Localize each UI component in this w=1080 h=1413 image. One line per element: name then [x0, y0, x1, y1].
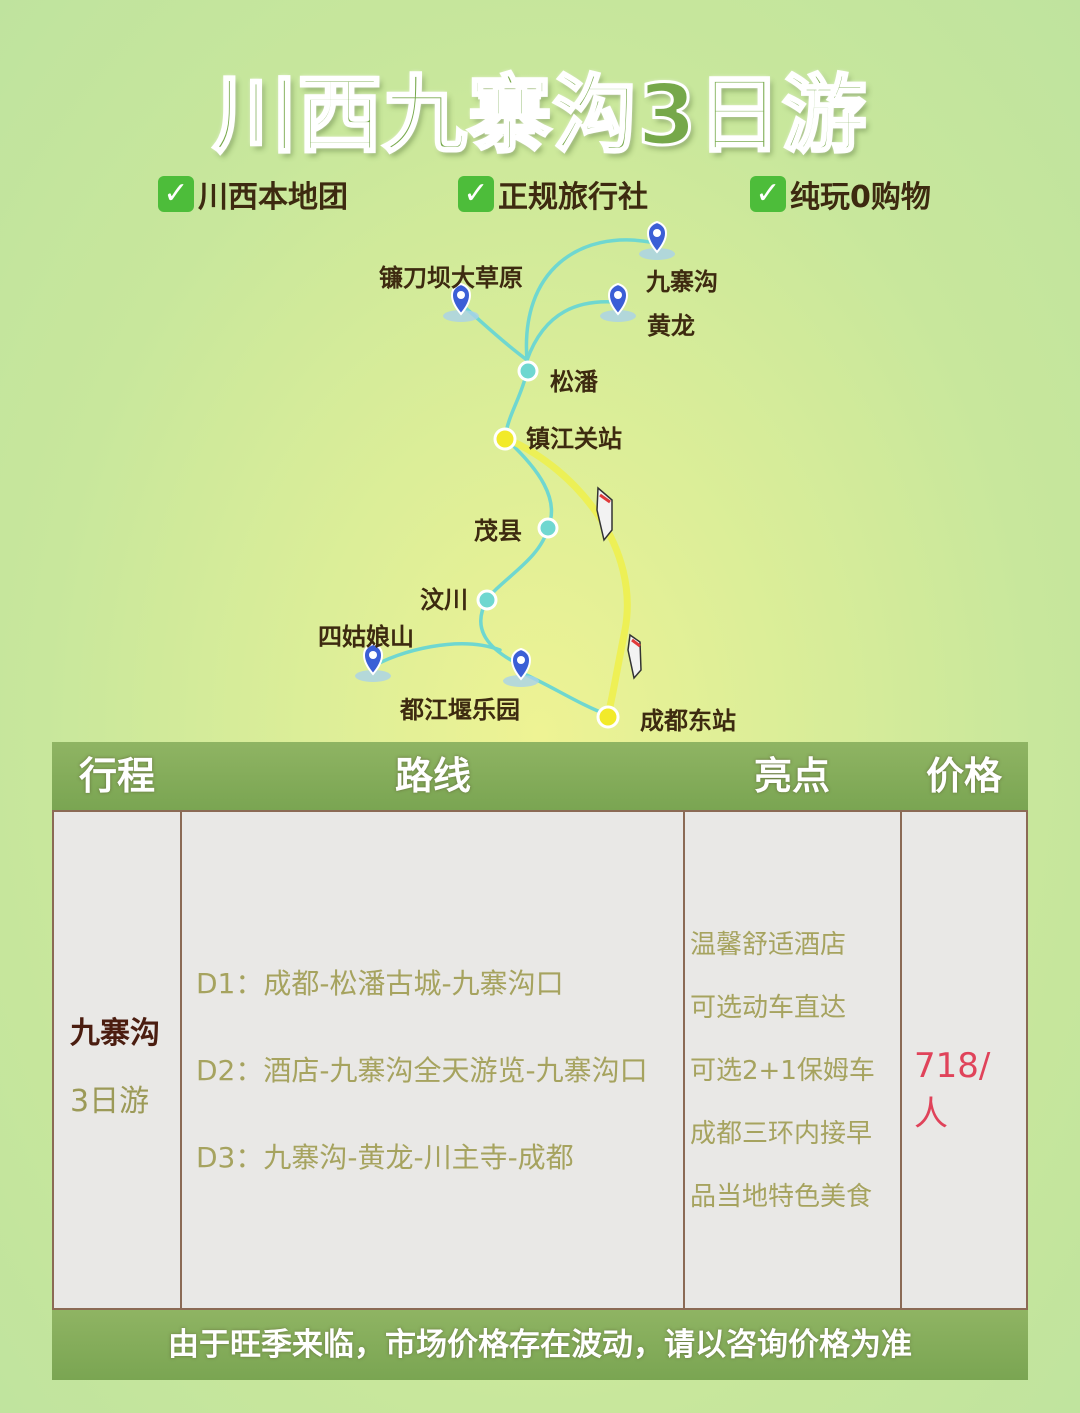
- place-chengdudong: 成都东站: [640, 707, 736, 735]
- place-grassland: 镰刀坝大草原: [379, 264, 523, 292]
- route-day-3: D3：九寨沟-黄龙-川主寺-成都: [196, 1141, 574, 1174]
- highlight-item: 品当地特色美食: [690, 1182, 873, 1212]
- trip-cell: 九寨沟 3日游: [70, 1008, 178, 1120]
- stop-chengdudong: [596, 705, 620, 729]
- trip-name: 九寨沟: [70, 1016, 160, 1051]
- place-jiuzhaigou: 九寨沟: [646, 268, 718, 296]
- place-maoxian: 茂县: [474, 517, 522, 545]
- place-siguniang: 四姑娘山: [318, 623, 414, 651]
- place-zhenjiangguan: 镇江关站: [526, 425, 622, 453]
- stop-wenchuan: [476, 589, 498, 611]
- divider: [180, 812, 182, 1308]
- header-trip: 行程: [78, 754, 155, 798]
- stop-zhenjiangguan: [493, 427, 517, 451]
- highlight-item: 可选2+1保姆车: [690, 1056, 875, 1086]
- train-route: [503, 434, 631, 716]
- stop-songpan: [517, 360, 539, 382]
- header-route: 路线: [394, 754, 471, 798]
- header-price: 价格: [925, 754, 1002, 798]
- itinerary-table: 行程 路线 亮点 价格 九寨沟 3日游 D1：成都-松潘古城-九寨沟口 D2：酒…: [52, 742, 1028, 1380]
- route-day-1: D1：成都-松潘古城-九寨沟口: [196, 967, 564, 1000]
- price-value: 718/人: [914, 1046, 991, 1134]
- check-icon: ✓: [458, 176, 494, 212]
- header-highlights: 亮点: [753, 754, 830, 798]
- stops: [476, 360, 620, 729]
- divider: [900, 812, 902, 1308]
- highlight-item: 可选动车直达: [690, 993, 847, 1023]
- place-huanglong: 黄龙: [647, 312, 695, 340]
- table-header: 行程 路线 亮点 价格: [52, 742, 1028, 810]
- train-icon: [627, 633, 642, 680]
- route-cell: D1：成都-松潘古城-九寨沟口 D2：酒店-九寨沟全天游览-九寨沟口 D3：九寨…: [196, 962, 680, 1223]
- highlight-item: 温馨舒适酒店: [690, 930, 847, 960]
- tag-no-shopping: ✓ 纯玩0购物: [750, 172, 931, 216]
- place-songpan: 松潘: [550, 368, 598, 396]
- price-disclaimer: 由于旺季来临，市场价格存在波动，请以咨询价格为准: [52, 1310, 1028, 1380]
- tag-label: 纯玩0购物: [790, 180, 931, 215]
- highlight-item: 成都三环内接早: [690, 1119, 873, 1149]
- check-icon: ✓: [158, 176, 194, 212]
- stop-maoxian: [537, 517, 559, 539]
- table-row: 九寨沟 3日游 D1：成都-松潘古城-九寨沟口 D2：酒店-九寨沟全天游览-九寨…: [52, 810, 1028, 1310]
- train-icon: [596, 486, 613, 542]
- route-map: 九寨沟 黄龙 镰刀坝大草原 松潘 镇江关站 茂县 汶川 四姑娘山 都江堰乐园 成…: [0, 210, 1080, 740]
- tag-bar: ✓ 川西本地团 ✓ 正规旅行社 ✓ 纯玩0购物: [0, 172, 1080, 216]
- pin-dujiangyan-icon: [502, 648, 540, 688]
- route-day-2: D2：酒店-九寨沟全天游览-九寨沟口: [196, 1054, 648, 1087]
- trip-days: 3日游: [70, 1084, 150, 1119]
- place-dujiangyan: 都江堰乐园: [400, 696, 520, 724]
- divider: [683, 812, 685, 1308]
- place-wenchuan: 汶川: [420, 586, 468, 614]
- tag-label: 川西本地团: [198, 180, 348, 215]
- page-title: 川西九寨沟3日游: [211, 65, 868, 166]
- tag-label: 正规旅行社: [498, 180, 648, 215]
- tag-local-group: ✓ 川西本地团: [158, 172, 348, 216]
- tag-official-agency: ✓ 正规旅行社: [458, 172, 648, 216]
- check-icon: ✓: [750, 176, 786, 212]
- highlights-cell: 温馨舒适酒店 可选动车直达 可选2+1保姆车 成都三环内接早 品当地特色美食: [690, 924, 896, 1239]
- route-map-svg: [354, 221, 676, 729]
